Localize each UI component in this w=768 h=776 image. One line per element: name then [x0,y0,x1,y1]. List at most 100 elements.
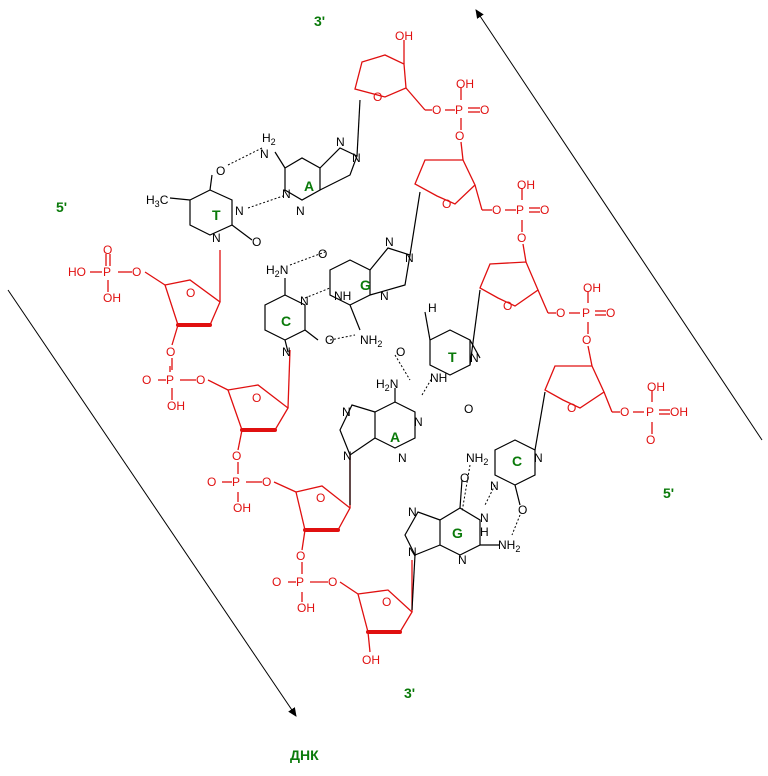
svg-text:P: P [582,306,590,320]
end-label-3prime-bottom: 3' [404,685,415,701]
svg-text:O: O [556,306,565,320]
backbone-atom-labels: OH O O P OH O O O O P OH O O O O P OH O … [68,29,688,667]
svg-text:OH: OH [456,77,474,91]
svg-text:O: O [232,449,241,463]
svg-text:O: O [373,90,382,104]
svg-text:O: O [216,164,225,178]
svg-text:N: N [480,511,489,525]
svg-text:O: O [262,475,271,489]
base-letter-t-top: T [212,207,221,223]
svg-text:P: P [516,203,524,217]
svg-text:OH: OH [297,601,315,615]
svg-text:N: N [380,289,389,303]
svg-text:O: O [166,345,175,359]
svg-text:P: P [232,475,240,489]
svg-text:O: O [540,203,549,217]
end-label-5prime-right: 5' [663,485,674,501]
svg-text:O: O [328,575,337,589]
svg-text:OH: OH [167,399,185,413]
end-label-3prime-top: 3' [314,13,325,29]
svg-text:N: N [212,231,221,245]
svg-text:O: O [252,235,261,249]
svg-text:N: N [490,479,499,493]
base-atom-labels: H2 N N N N N O N H3C N O O H2N N NH N N … [146,131,543,567]
svg-text:NH2: NH2 [498,538,520,554]
svg-text:O: O [480,103,489,117]
svg-text:N: N [398,451,407,465]
right-strand-backbone [354,40,670,434]
base-letter-a-top: A [304,178,314,194]
svg-text:N: N [342,405,351,419]
left-strand-backbone [90,250,413,653]
svg-text:P: P [166,373,174,387]
svg-text:O: O [186,286,195,300]
base-letters: A T G C T A C G [212,178,522,541]
svg-text:H3C: H3C [146,193,169,209]
hydrogen-bonds [227,147,521,536]
svg-text:P: P [103,265,111,279]
svg-text:O: O [646,433,655,447]
svg-text:O: O [460,471,469,485]
svg-text:N: N [260,147,269,161]
base-letter-c-right: C [512,453,522,469]
svg-text:N: N [282,345,291,359]
svg-text:O: O [517,231,526,245]
svg-text:O: O [132,265,141,279]
base-structures [169,99,546,611]
base-letter-t-right: T [448,349,457,365]
svg-text:H: H [480,525,489,539]
strand-direction-arrow-left [7,289,297,717]
svg-text:O: O [272,575,281,589]
svg-text:NH: NH [430,371,447,385]
base-letter-g-upper: G [360,277,371,293]
svg-text:N: N [405,251,414,265]
svg-text:N: N [343,449,352,463]
svg-text:O: O [503,299,512,313]
svg-text:O: O [196,373,205,387]
svg-text:H: H [428,301,437,315]
svg-text:O: O [567,401,576,415]
svg-text:N: N [534,451,543,465]
svg-text:O: O [606,306,615,320]
svg-text:P: P [455,103,463,117]
svg-text:OH: OH [583,281,601,295]
svg-text:OH: OH [103,291,121,305]
svg-text:NH2: NH2 [466,451,488,467]
svg-text:OH: OH [233,501,251,515]
base-letter-c-upper: C [281,313,291,329]
svg-text:O: O [620,405,629,419]
svg-text:NH: NH [334,289,351,303]
svg-text:O: O [316,491,325,505]
svg-text:OH: OH [647,380,665,394]
svg-text:O: O [442,197,451,211]
base-letter-a-lower: A [390,429,400,445]
svg-text:O: O [296,549,305,563]
svg-text:OH: OH [517,178,535,192]
svg-text:HO: HO [68,265,86,279]
svg-text:O: O [464,402,473,416]
svg-text:OH: OH [362,653,380,667]
svg-text:N: N [235,204,244,218]
base-letter-g-lower: G [452,525,463,541]
svg-text:N: N [352,151,361,165]
diagram-title: ДНК [290,747,319,763]
strand-direction-arrow-right [475,9,763,441]
svg-text:N: N [336,135,345,149]
svg-text:N: N [296,204,305,218]
svg-text:O: O [207,475,216,489]
svg-text:NH2: NH2 [360,333,382,349]
svg-text:O: O [455,129,464,143]
svg-text:H2N: H2N [376,377,398,393]
svg-text:N: N [458,553,467,567]
svg-text:O: O [103,243,112,257]
svg-text:O: O [518,503,527,517]
svg-text:O: O [432,103,441,117]
svg-text:O: O [325,333,334,347]
svg-text:O: O [142,373,151,387]
svg-text:N: N [408,545,417,559]
svg-text:O: O [318,247,327,261]
svg-text:O: O [396,345,405,359]
svg-text:OH: OH [670,405,688,419]
svg-text:N: N [282,187,291,201]
